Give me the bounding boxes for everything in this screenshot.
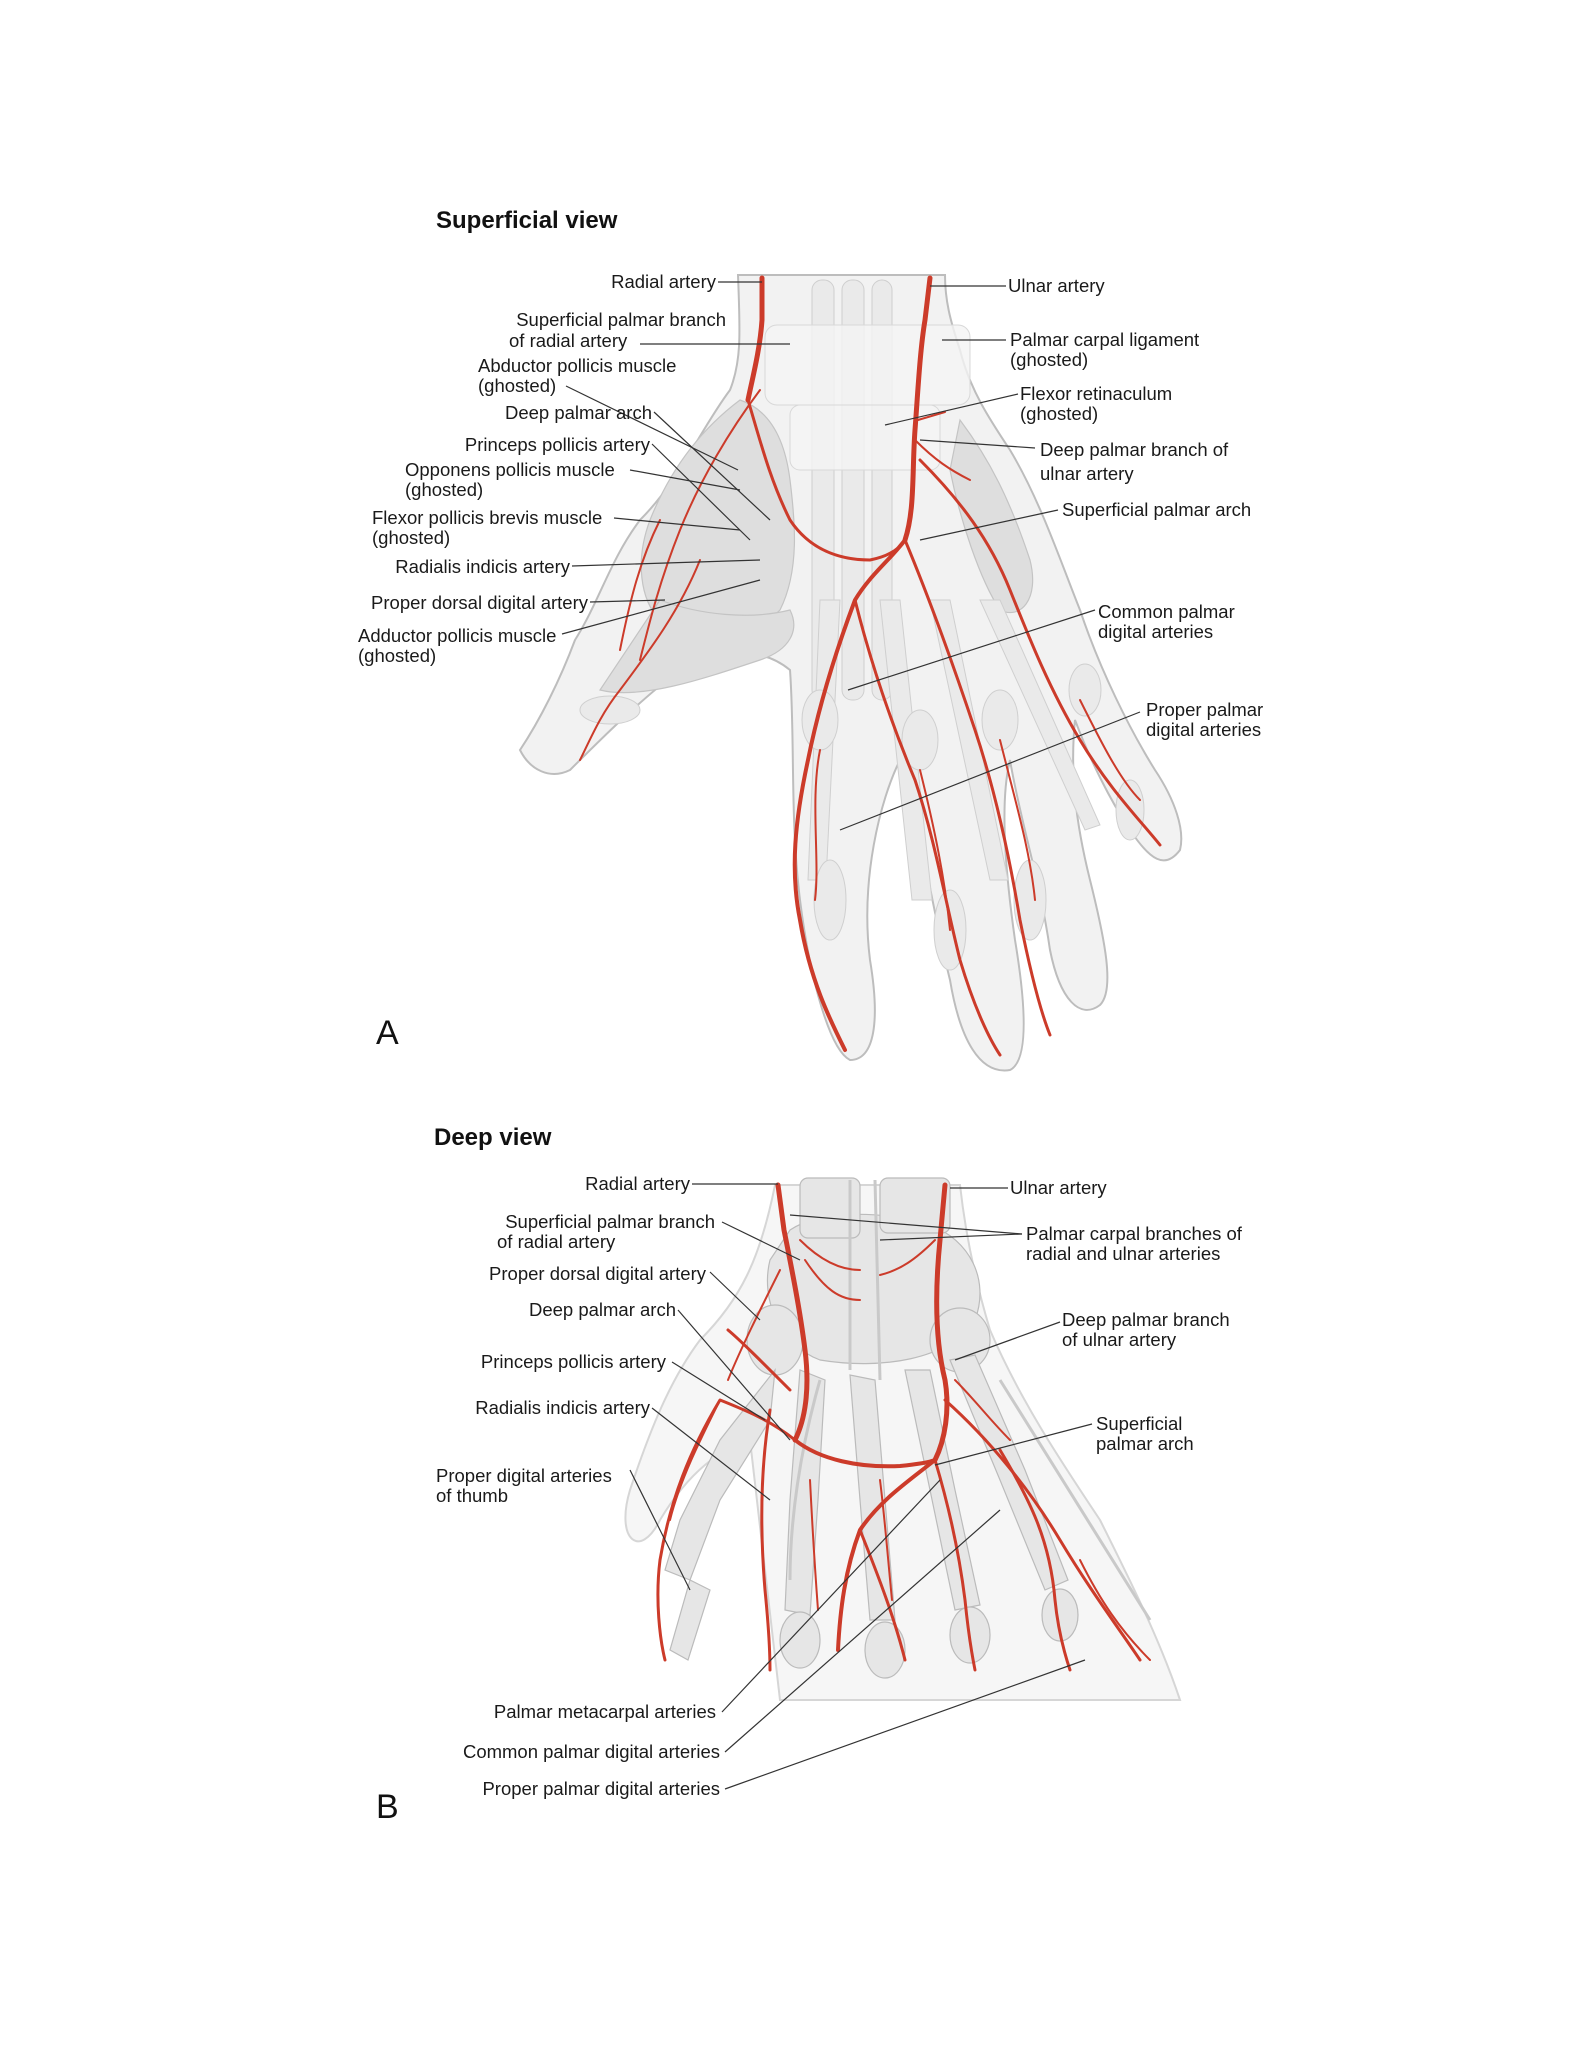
superficial-hand-illustration xyxy=(518,274,1183,1072)
deep-tendons xyxy=(788,1179,1152,1621)
deep-arteries xyxy=(656,1182,1151,1672)
panel-a: Superficial view A xyxy=(358,207,1263,1072)
panel-a-labels-right: Ulnar artery Palmar carpal ligament (gho… xyxy=(1008,275,1263,740)
b-label-superficial-palmar-branch-2: of radial artery xyxy=(497,1231,616,1252)
a-label-princeps-pollicis: Princeps pollicis artery xyxy=(465,434,651,455)
b-label-palmar-metacarpal: Palmar metacarpal arteries xyxy=(494,1701,716,1722)
a-label-abductor-pollicis-2: (ghosted) xyxy=(478,375,556,396)
a-label-deep-palmar-branch-ulnar-1: Deep palmar branch of xyxy=(1040,439,1229,460)
a-label-abductor-pollicis-1: Abductor pollicis muscle xyxy=(478,355,676,376)
b-label-superficial-palmar-arch-2: palmar arch xyxy=(1096,1433,1194,1454)
panel-a-labels-left: Radial artery Superficial palmar branch … xyxy=(358,271,726,666)
panel-a-leaders xyxy=(561,281,1141,831)
hypothenar-muscles xyxy=(949,418,1034,614)
b-label-proper-digital-thumb-1: Proper digital arteries xyxy=(436,1465,612,1486)
panel-b-leaders xyxy=(629,1183,1093,1790)
a-label-flexor-retinaculum-1: Flexor retinaculum xyxy=(1020,383,1172,404)
a-label-superficial-palmar-branch-1: Superficial palmar branch xyxy=(516,309,726,330)
hand-bones xyxy=(664,1177,1079,1679)
superficial-arteries xyxy=(579,275,1162,1057)
a-label-adductor-pollicis-1: Adductor pollicis muscle xyxy=(358,625,556,646)
adductor-pollicis-muscle xyxy=(599,599,795,694)
a-label-adductor-pollicis-2: (ghosted) xyxy=(358,645,436,666)
b-label-deep-palmar-branch-ulnar-2: of ulnar artery xyxy=(1062,1329,1177,1350)
a-label-deep-palmar-branch-ulnar-2: ulnar artery xyxy=(1040,463,1134,484)
b-label-deep-palmar-arch: Deep palmar arch xyxy=(529,1299,676,1320)
b-label-deep-palmar-branch-ulnar-1: Deep palmar branch xyxy=(1062,1309,1230,1330)
a-label-radialis-indicis: Radialis indicis artery xyxy=(395,556,571,577)
b-label-proper-palmar-digital: Proper palmar digital arteries xyxy=(482,1778,720,1799)
b-label-ulnar-artery: Ulnar artery xyxy=(1010,1177,1107,1198)
b-label-common-palmar-digital: Common palmar digital arteries xyxy=(463,1741,720,1762)
a-label-common-palmar-digital-1: Common palmar xyxy=(1098,601,1235,622)
a-label-radial-artery: Radial artery xyxy=(611,271,717,292)
panel-a-letter: A xyxy=(376,1014,399,1052)
a-label-flexor-retinaculum-2: (ghosted) xyxy=(1020,403,1098,424)
panel-b-title: Deep view xyxy=(434,1124,552,1151)
palmar-carpal-ligament xyxy=(764,324,971,406)
panel-a-title: Superficial view xyxy=(436,207,618,234)
panel-b-letter: B xyxy=(376,1788,399,1826)
b-label-radial-artery: Radial artery xyxy=(585,1173,691,1194)
a-label-deep-palmar-arch: Deep palmar arch xyxy=(505,402,652,423)
b-label-proper-dorsal-digital: Proper dorsal digital artery xyxy=(489,1263,707,1284)
b-label-radialis-indicis: Radialis indicis artery xyxy=(475,1397,651,1418)
a-label-superficial-palmar-arch: Superficial palmar arch xyxy=(1062,499,1251,520)
a-label-superficial-palmar-branch-2: of radial artery xyxy=(509,330,628,351)
a-label-opponens-pollicis-2: (ghosted) xyxy=(405,479,483,500)
panel-b-labels-right: Ulnar artery Palmar carpal branches of r… xyxy=(1010,1177,1243,1454)
b-label-superficial-palmar-arch-1: Superficial xyxy=(1096,1413,1182,1434)
deep-hand-illustration xyxy=(624,1177,1182,1701)
panel-b-labels-left: Radial artery Superficial palmar branch … xyxy=(436,1173,720,1799)
a-label-common-palmar-digital-2: digital arteries xyxy=(1098,621,1213,642)
a-label-palmar-carpal-ligament-1: Palmar carpal ligament xyxy=(1010,329,1199,350)
b-label-proper-digital-thumb-2: of thumb xyxy=(436,1485,508,1506)
a-label-flexor-pollicis-brevis-2: (ghosted) xyxy=(372,527,450,548)
a-label-opponens-pollicis-1: Opponens pollicis muscle xyxy=(405,459,615,480)
a-label-proper-palmar-digital-2: digital arteries xyxy=(1146,719,1261,740)
a-label-proper-palmar-digital-1: Proper palmar xyxy=(1146,699,1263,720)
thenar-muscles xyxy=(640,399,796,635)
b-label-palmar-carpal-branches-1: Palmar carpal branches of xyxy=(1026,1223,1243,1244)
b-label-palmar-carpal-branches-2: radial and ulnar arteries xyxy=(1026,1243,1220,1264)
a-label-ulnar-artery: Ulnar artery xyxy=(1008,275,1105,296)
a-label-palmar-carpal-ligament-2: (ghosted) xyxy=(1010,349,1088,370)
a-label-flexor-pollicis-brevis-1: Flexor pollicis brevis muscle xyxy=(372,507,602,528)
b-label-princeps-pollicis: Princeps pollicis artery xyxy=(481,1351,667,1372)
b-label-superficial-palmar-branch-1: Superficial palmar branch xyxy=(505,1211,715,1232)
a-label-proper-dorsal-digital: Proper dorsal digital artery xyxy=(371,592,589,613)
panel-b: Deep view B xyxy=(376,1124,1243,1826)
